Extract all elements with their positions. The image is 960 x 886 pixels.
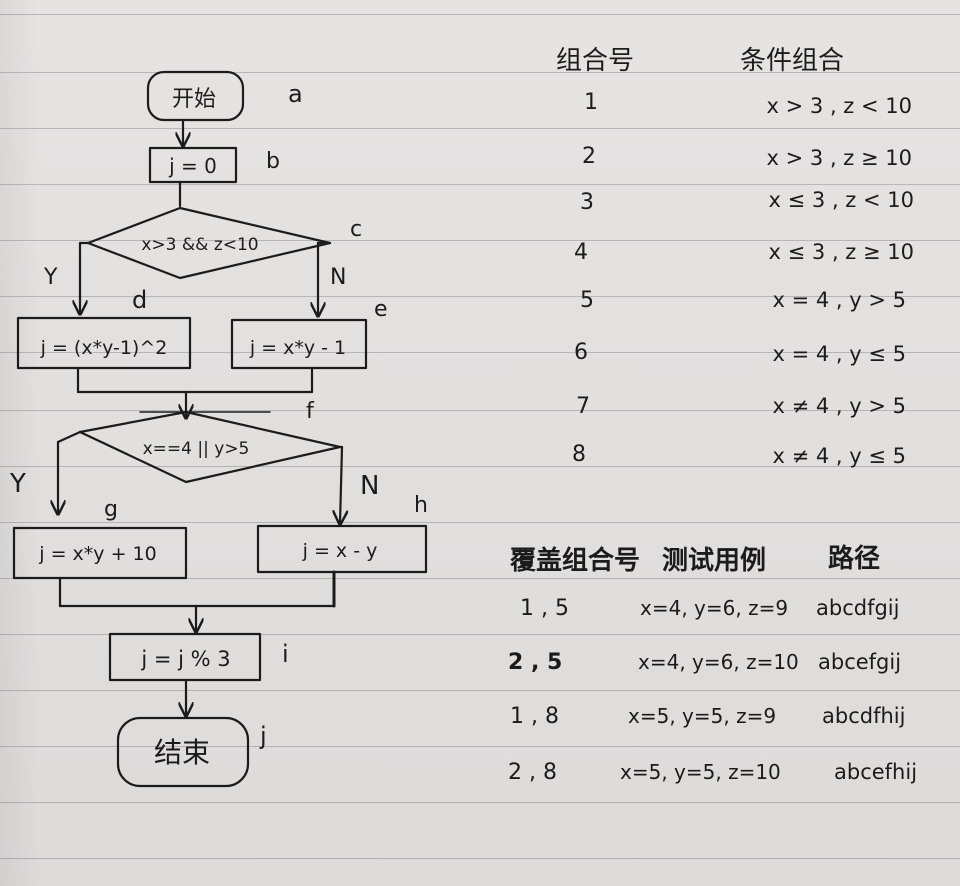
test-row-case: x=5, y=5, z=9 (628, 704, 777, 728)
tag-j: j (259, 722, 267, 750)
condition-row-cond: x ≤ 3 , z ≥ 10 (768, 240, 914, 264)
branch-yes-1: Y (43, 265, 58, 290)
condition-row-cond: x > 3 , z < 10 (766, 94, 912, 118)
test-row-path: abcefgij (818, 650, 902, 674)
test-row-combo: 2 , 8 (508, 760, 557, 785)
ruled-line (0, 690, 960, 691)
process-e-label: j = x*y - 1 (249, 337, 346, 359)
tag-a: a (288, 80, 303, 108)
condition-row-cond: x ≤ 3 , z < 10 (768, 188, 914, 212)
ruled-line (0, 802, 960, 803)
process-h (256, 524, 428, 574)
process-g (12, 526, 188, 580)
decision-1-label: x>3 && z<10 (141, 235, 258, 255)
ruled-line (0, 410, 960, 411)
decision-2 (78, 410, 342, 484)
condition-row-cond: x > 3 , z ≥ 10 (766, 146, 912, 170)
ruled-line (0, 466, 960, 467)
ruled-line (0, 184, 960, 185)
init-label: j = 0 (168, 154, 217, 178)
tag-c: c (350, 217, 362, 242)
test-row-combo: 1 , 5 (520, 596, 569, 621)
condition-row-no: 8 (572, 442, 586, 467)
ruled-line (0, 522, 960, 523)
ruled-line (0, 14, 960, 15)
ruled-line (0, 858, 960, 859)
tag-i: i (282, 640, 289, 668)
condition-row-cond: x = 4 , y ≤ 5 (772, 342, 907, 366)
test-row-case: x=5, y=5, z=10 (620, 760, 781, 784)
test-row-path: abcdfgij (816, 596, 900, 620)
ruled-line (0, 240, 960, 241)
test-row-case: x=4, y=6, z=9 (640, 596, 789, 620)
test-table-header-combo: 覆盖组合号 (510, 546, 641, 576)
ruled-line (0, 634, 960, 635)
decision-1 (86, 206, 332, 280)
process-h-label: j = x - y (302, 540, 378, 562)
tag-f: f (306, 399, 315, 424)
condition-row-cond: x = 4 , y > 5 (772, 288, 907, 312)
test-row-combo: 2 , 5 (508, 650, 563, 675)
condition-row-no: 1 (584, 90, 598, 115)
process-d-label: j = (x*y-1)^2 (40, 337, 168, 359)
end-terminal (116, 716, 250, 788)
branch-no-2: N (360, 471, 379, 501)
ruled-line (0, 578, 960, 579)
tag-h: h (414, 493, 428, 518)
condition-row-no: 7 (576, 394, 590, 419)
ruled-line (0, 746, 960, 747)
condition-row-no: 6 (574, 340, 588, 365)
ruled-line (0, 128, 960, 129)
test-table-header-path: 路径 (828, 544, 881, 574)
tag-g: g (104, 497, 118, 522)
test-row-path: abcdfhij (822, 704, 906, 728)
condition-table-header-cond: 条件组合 (740, 46, 845, 76)
tag-e: e (374, 297, 388, 322)
condition-row-cond: x ≠ 4 , y > 5 (772, 394, 907, 418)
tag-d: d (132, 286, 147, 314)
branch-no-1: N (330, 265, 346, 290)
process-i-label: j = j % 3 (140, 647, 230, 671)
branch-yes-2: Y (9, 469, 26, 499)
start-label: 开始 (172, 87, 216, 112)
end-label: 结束 (154, 736, 210, 769)
test-row-path: abcefhij (834, 760, 918, 784)
test-row-combo: 1 , 8 (510, 704, 559, 729)
init-box (148, 146, 238, 184)
condition-row-no: 2 (582, 144, 596, 169)
tag-b: b (266, 149, 280, 174)
ruled-line (0, 296, 960, 297)
decision-2-label: x==4 || y>5 (143, 439, 250, 459)
condition-row-cond: x ≠ 4 , y ≤ 5 (772, 444, 907, 468)
condition-row-no: 3 (580, 190, 594, 215)
condition-row-no: 5 (580, 288, 594, 313)
start-terminal (146, 70, 245, 122)
ruled-line (0, 72, 960, 73)
ruled-line (0, 352, 960, 353)
test-row-case: x=4, y=6, z=10 (638, 650, 799, 674)
process-d (16, 316, 192, 370)
process-g-label: j = x*y + 10 (38, 543, 156, 565)
condition-table-header-no: 组合号 (556, 46, 635, 76)
condition-row-no: 4 (574, 240, 588, 265)
test-table-header-case: 测试用例 (662, 546, 767, 576)
process-e (230, 318, 368, 370)
